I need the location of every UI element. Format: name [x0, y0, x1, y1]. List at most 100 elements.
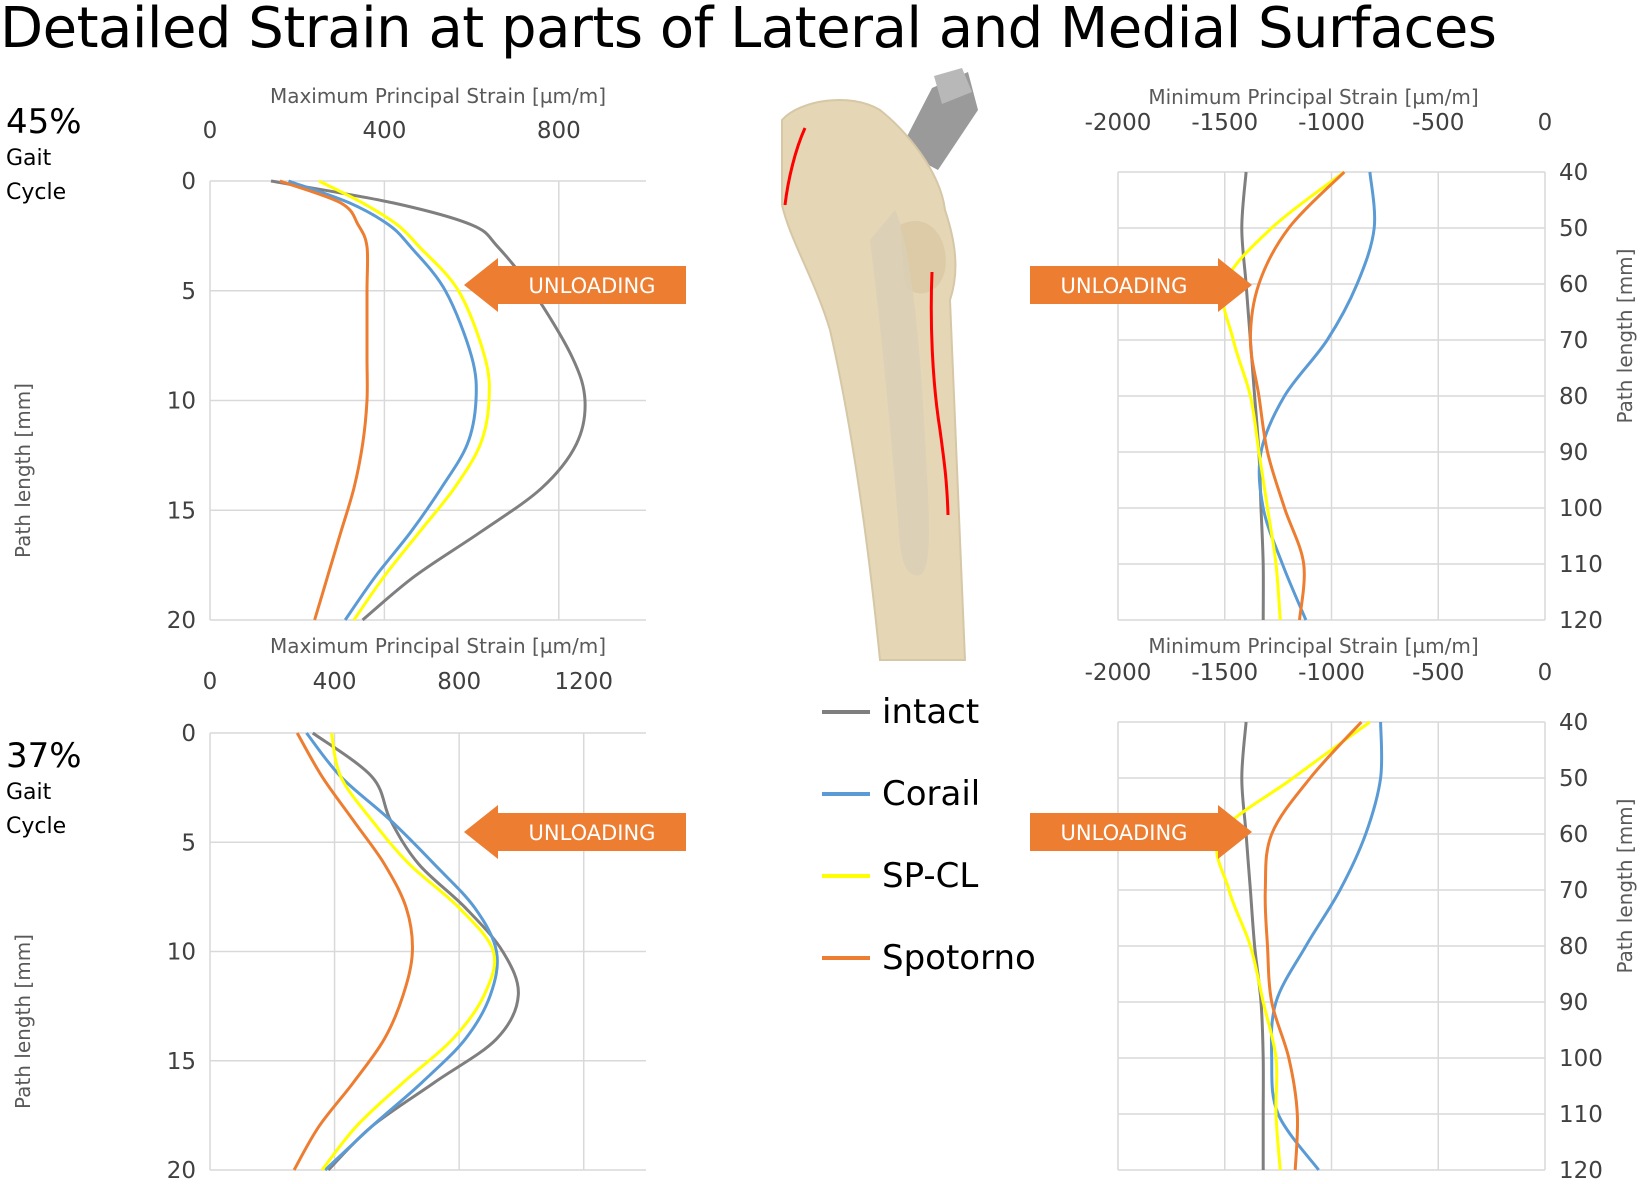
y-tick-label: 5	[181, 830, 196, 856]
arrow-shape	[1030, 805, 1252, 859]
x-tick-label: -500	[1412, 110, 1464, 136]
y-tick-label: 10	[167, 940, 196, 966]
series-line-intact	[1240, 721, 1265, 1170]
series-line-spcl	[1215, 720, 1371, 1171]
x-tick-label: 400	[362, 118, 406, 144]
x-axis-title: Maximum Principal Strain [µm/m]	[270, 634, 606, 658]
x-tick-label: -1500	[1191, 660, 1258, 686]
unloading-label: UNLOADING	[1061, 821, 1188, 845]
y-tick-label: 0	[181, 721, 196, 747]
x-tick-label: -1000	[1298, 660, 1365, 686]
legend-label: Corail	[882, 774, 981, 814]
y-axis-title: Path length [mm]	[11, 934, 35, 1109]
series-line-spcl	[318, 179, 491, 621]
y-axis-title: Path length [mm]	[11, 383, 35, 558]
series-line-spotorno	[1263, 720, 1363, 1171]
x-tick-label: 1200	[554, 669, 613, 695]
y-tick-label: 60	[1559, 822, 1588, 848]
y-tick-label: 50	[1559, 766, 1588, 792]
y-tick-label: 15	[167, 1049, 196, 1075]
gait-percent: 37%	[6, 736, 82, 776]
unloading-label: UNLOADING	[529, 274, 656, 298]
legend-swatch	[822, 710, 870, 714]
x-tick-label: -1000	[1298, 110, 1365, 136]
legend-swatch	[822, 792, 870, 796]
series-line-spotorno	[279, 179, 370, 621]
series-line-spcl	[320, 732, 497, 1171]
y-tick-label: 90	[1559, 440, 1588, 466]
y-tick-label: 70	[1559, 878, 1588, 904]
gait-percent: 45%	[6, 102, 82, 142]
legend-label: intact	[882, 692, 980, 732]
y-tick-label: 20	[167, 1158, 196, 1184]
y-tick-label: 110	[1559, 1102, 1603, 1128]
gait-word: Gait	[6, 780, 52, 805]
femur-bone	[781, 99, 967, 661]
series-line-corail	[287, 179, 478, 621]
gait-word: Gait	[6, 146, 52, 171]
series-line-spcl	[1221, 170, 1346, 621]
arrow-shape	[464, 805, 686, 859]
arrow-shape	[1030, 258, 1252, 312]
x-tick-label: 0	[203, 669, 218, 695]
y-tick-label: 5	[181, 279, 196, 305]
x-tick-label: -500	[1412, 660, 1464, 686]
series-line-corail	[1257, 171, 1377, 621]
y-tick-label: 10	[167, 389, 196, 415]
y-tick-label: 70	[1559, 328, 1588, 354]
y-tick-label: 20	[167, 608, 196, 634]
legend-swatch	[822, 956, 870, 960]
y-tick-label: 100	[1559, 1046, 1603, 1072]
trochanter	[900, 221, 946, 294]
x-tick-label: 0	[203, 118, 218, 144]
x-tick-label: 400	[313, 669, 357, 695]
x-tick-label: -1500	[1191, 110, 1258, 136]
y-tick-label: 50	[1559, 216, 1588, 242]
lateral-path	[783, 127, 807, 206]
medial-path	[929, 271, 950, 516]
x-tick-label: -2000	[1085, 110, 1152, 136]
y-tick-label: 0	[181, 169, 196, 195]
x-tick-label: 800	[537, 118, 581, 144]
x-tick-label: 0	[1538, 660, 1553, 686]
x-axis-title: Minimum Principal Strain [µm/m]	[1148, 634, 1478, 658]
implant-stem	[870, 210, 929, 576]
femur-illustration	[781, 68, 978, 661]
y-tick-label: 100	[1559, 496, 1603, 522]
cycle-word: Cycle	[6, 814, 67, 839]
x-axis-title: Minimum Principal Strain [µm/m]	[1148, 85, 1478, 109]
legend-label: SP-CL	[882, 856, 979, 896]
series-line-intact	[311, 731, 520, 1172]
x-tick-label: 0	[1538, 110, 1553, 136]
unloading-label: UNLOADING	[529, 821, 656, 845]
series-line-spotorno	[1248, 170, 1346, 621]
series-line-corail	[305, 732, 499, 1172]
unloading-arrow: UNLOADING	[464, 805, 686, 859]
y-tick-label: 80	[1559, 934, 1588, 960]
series-line-intact	[270, 179, 587, 622]
y-tick-label: 90	[1559, 990, 1588, 1016]
y-axis-title: Path length [mm]	[1613, 799, 1637, 974]
figure-title: Detailed Strain at parts of Lateral and …	[0, 0, 1497, 61]
unloading-arrow: UNLOADING	[1030, 805, 1252, 859]
series-line-corail	[1269, 721, 1384, 1171]
y-tick-label: 15	[167, 498, 196, 524]
y-tick-label: 60	[1559, 272, 1588, 298]
gait-label-37: 37% Gait Cycle	[6, 736, 82, 844]
y-tick-label: 40	[1559, 160, 1588, 186]
gait-label-45: 45% Gait Cycle	[6, 102, 82, 210]
y-tick-label: 80	[1559, 384, 1588, 410]
x-tick-label: -2000	[1085, 660, 1152, 686]
series-line-intact	[1240, 171, 1265, 621]
arrow-shape	[464, 258, 686, 312]
legend-label: Spotorno	[882, 938, 1036, 978]
y-tick-label: 120	[1559, 1158, 1603, 1184]
y-tick-label: 110	[1559, 552, 1603, 578]
legend-swatch	[822, 874, 870, 878]
cycle-word: Cycle	[6, 180, 67, 205]
